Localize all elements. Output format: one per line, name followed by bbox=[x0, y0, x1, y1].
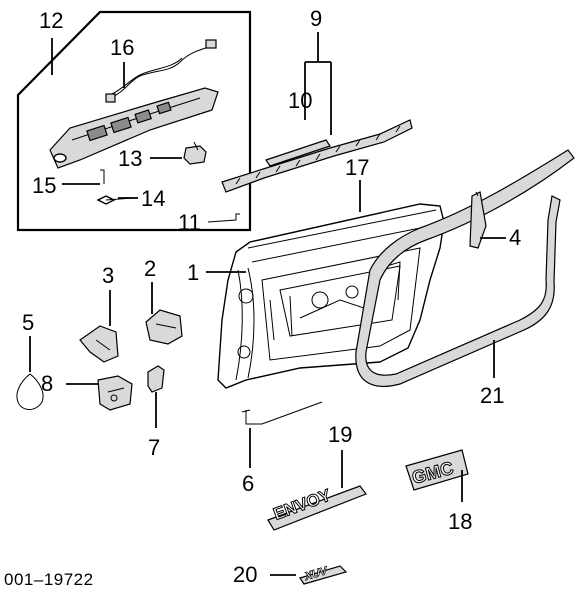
gmc-emblem-plate bbox=[405, 449, 469, 491]
weatherstrip-part-10 bbox=[265, 139, 331, 167]
callout-11: 11 bbox=[178, 210, 201, 235]
clip-part-11 bbox=[207, 213, 240, 223]
xuv-emblem-plate bbox=[299, 565, 348, 585]
belt-molding-part bbox=[221, 119, 413, 193]
hinge-part-3 bbox=[79, 325, 119, 363]
strap-part-5 bbox=[16, 373, 44, 410]
callout-14: 14 bbox=[141, 186, 166, 211]
callout-13: 13 bbox=[118, 146, 143, 171]
clip-part-13 bbox=[183, 141, 207, 165]
hinge-bracket-part-8 bbox=[97, 375, 133, 411]
callout-9: 9 bbox=[310, 6, 323, 31]
callout-7: 7 bbox=[148, 435, 161, 460]
callout-4: 4 bbox=[509, 225, 522, 250]
envoy-emblem-plate bbox=[267, 485, 367, 531]
callout-2: 2 bbox=[144, 256, 157, 281]
callout-21: 21 bbox=[480, 383, 505, 408]
callout-12: 12 bbox=[39, 8, 64, 33]
pin-part-15 bbox=[100, 169, 105, 184]
door-assembly-part bbox=[217, 203, 445, 389]
callout-15: 15 bbox=[32, 173, 57, 198]
spacer-part-7 bbox=[147, 365, 165, 393]
check-link-part bbox=[469, 191, 487, 249]
callout-16: 16 bbox=[110, 35, 135, 60]
door-seal-part bbox=[355, 149, 575, 388]
callout-17: 17 bbox=[345, 155, 370, 180]
wire-harness-part bbox=[105, 39, 217, 103]
callout-10: 10 bbox=[288, 88, 313, 113]
callout-1: 1 bbox=[187, 260, 200, 285]
screw-part-14 bbox=[96, 195, 135, 205]
callout-5: 5 bbox=[22, 310, 35, 335]
callout-19: 19 bbox=[328, 422, 353, 447]
inset-box-outline bbox=[16, 10, 252, 232]
callout-3: 3 bbox=[102, 263, 115, 288]
window-switch-panel-part bbox=[49, 87, 219, 169]
callout-20: 20 bbox=[233, 562, 258, 587]
diagram-code: 001–19722 bbox=[4, 570, 94, 589]
callout-18: 18 bbox=[448, 509, 473, 534]
rod-part-6 bbox=[241, 401, 323, 425]
callout-6: 6 bbox=[242, 471, 255, 496]
callout-8: 8 bbox=[41, 371, 54, 396]
hinge-part-2 bbox=[145, 309, 183, 345]
